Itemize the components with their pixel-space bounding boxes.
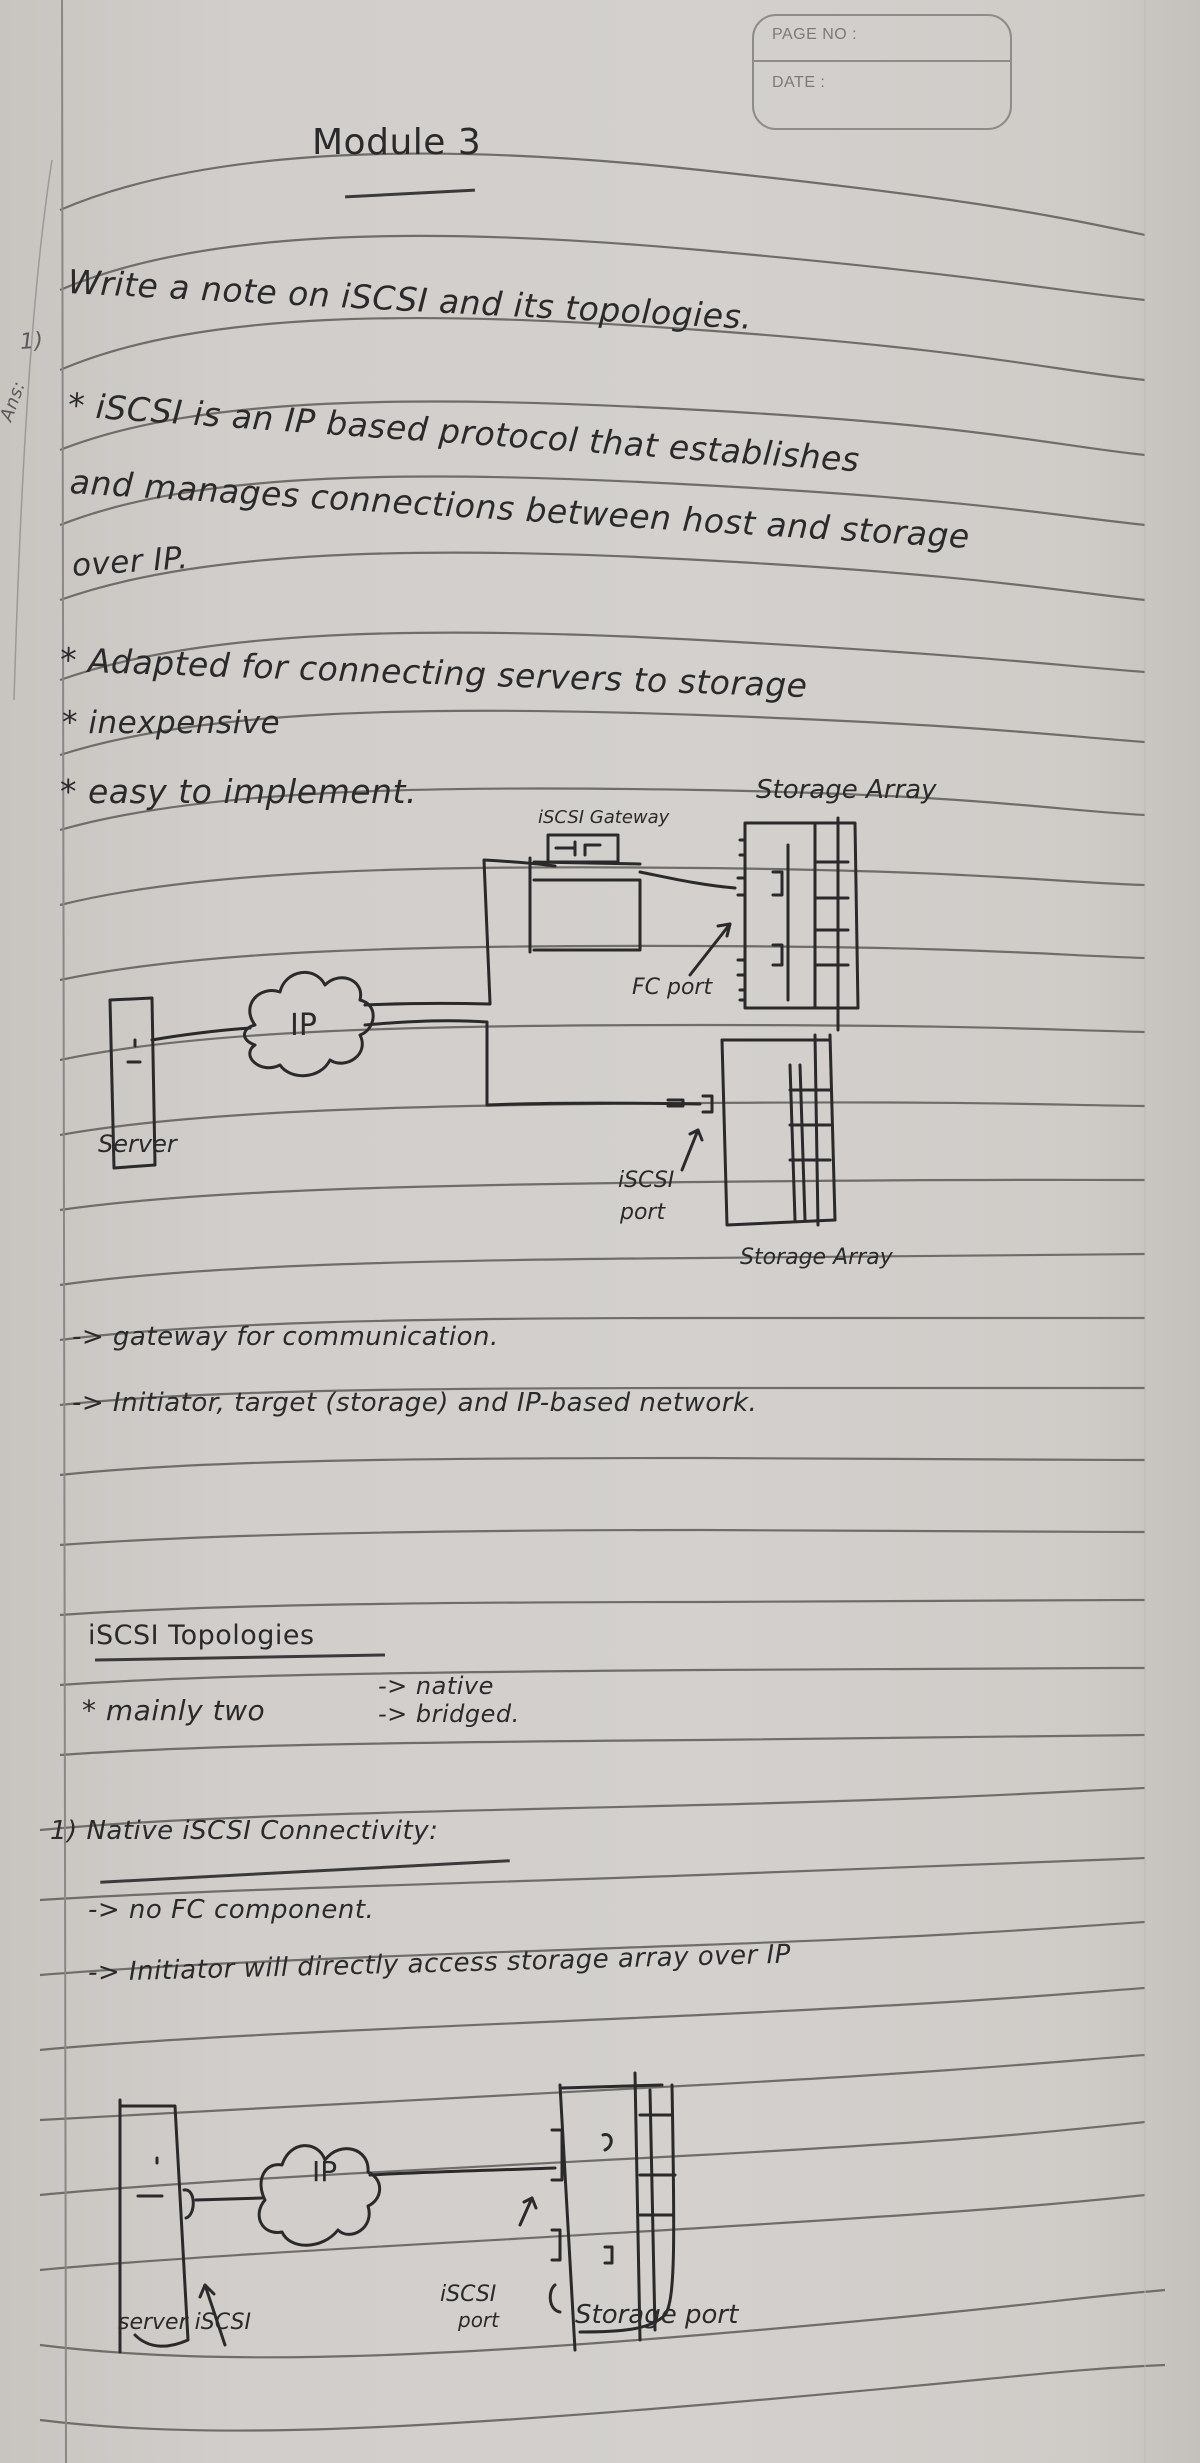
label-native-iscsi-port-1: iSCSI <box>440 2282 497 2307</box>
label-iscsi-port-2: port <box>620 1200 666 1225</box>
label-storage-port: Storage port <box>575 2300 739 2330</box>
label-ip-cloud-1: IP <box>290 1008 317 1043</box>
header-divider <box>754 60 1010 62</box>
note-gateway: -> gateway for communication. <box>72 1322 499 1352</box>
page-title: Module 3 <box>312 122 482 163</box>
server-icon <box>108 996 157 1170</box>
date-label: DATE : <box>772 74 826 91</box>
label-server-iscsi: server iSCSI <box>118 2310 251 2335</box>
label-server: Server <box>98 1130 177 1158</box>
bullet-3: * easy to implement. <box>60 772 417 811</box>
note-components: -> Initiator, target (storage) and IP-ba… <box>72 1388 758 1418</box>
storage-array-icon-lower <box>720 1033 837 1227</box>
label-fc-port: FC port <box>632 975 713 1000</box>
storage-array-icon-upper <box>736 816 860 1032</box>
native-point-1: -> no FC component. <box>88 1895 375 1925</box>
topologies-intro: * mainly two <box>82 1694 266 1727</box>
page-no-label: PAGE NO : <box>772 26 858 43</box>
label-storage-array-bottom: Storage Array <box>740 1245 893 1270</box>
label-iscsi-port-1: iSCSI <box>618 1168 675 1193</box>
storage-array-icon-native <box>548 2071 677 2352</box>
iscsi-gateway-icon <box>528 833 642 954</box>
label-native-iscsi-port-2: port <box>458 2308 499 2332</box>
label-ip-cloud-2: IP <box>312 2155 338 2188</box>
topologies-heading: iSCSI Topologies <box>88 1620 315 1651</box>
topology-bridged: -> bridged. <box>378 1700 520 1728</box>
label-iscsi-gateway: iSCSI Gateway <box>538 807 670 828</box>
page-date-box: PAGE NO : DATE : <box>752 14 1012 130</box>
label-storage-array-top: Storage Array <box>756 775 937 805</box>
topology-native: -> native <box>378 1672 494 1700</box>
server-icon-native <box>118 2098 195 2354</box>
native-heading: 1) Native iSCSI Connectivity: <box>50 1816 439 1846</box>
ip-cloud-icon-native <box>257 2144 382 2247</box>
bullet-2: * inexpensive <box>62 705 281 741</box>
ip-cloud-icon <box>243 970 375 1078</box>
